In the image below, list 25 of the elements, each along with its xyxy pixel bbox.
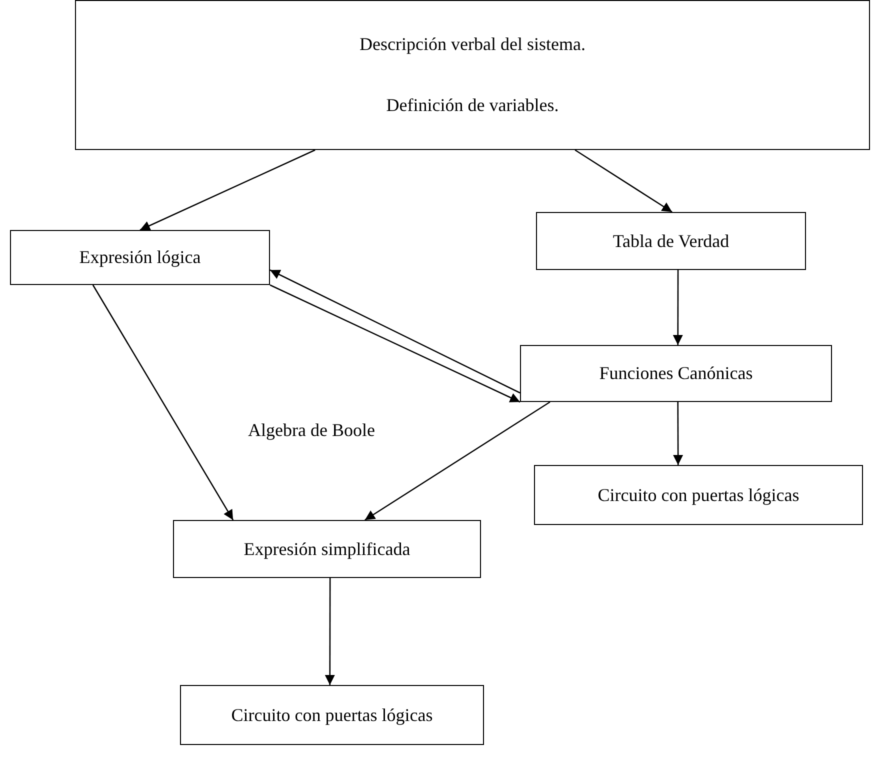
box-text: Descripción verbal del sistema. bbox=[360, 34, 586, 55]
box-text: Circuito con puertas lógicas bbox=[598, 484, 800, 506]
process-box bbox=[534, 465, 863, 525]
arrow bbox=[364, 401, 550, 521]
box-text: Funciones Canónicas bbox=[599, 363, 753, 384]
arrow bbox=[92, 284, 234, 520]
arrow bbox=[324, 578, 335, 685]
process-box bbox=[520, 345, 832, 402]
arrow bbox=[140, 149, 316, 231]
box-text: Definición de variables. bbox=[386, 95, 559, 116]
arrow bbox=[270, 269, 520, 394]
box-text: Expresión lógica bbox=[79, 247, 201, 268]
process-box bbox=[173, 520, 481, 578]
process-box bbox=[180, 685, 484, 745]
annotation: Algebra de Boole bbox=[248, 420, 375, 441]
process-box bbox=[75, 0, 870, 150]
box-text: Circuito con puertas lógicas bbox=[231, 704, 433, 726]
arrow bbox=[672, 270, 683, 345]
box-text: Tabla de Verdad bbox=[612, 230, 730, 252]
arrow bbox=[270, 284, 520, 403]
process-box bbox=[10, 230, 270, 285]
box-text: Expresión simplificada bbox=[244, 538, 410, 560]
process-box bbox=[536, 212, 806, 270]
arrow bbox=[574, 149, 672, 213]
arrow bbox=[673, 402, 684, 465]
